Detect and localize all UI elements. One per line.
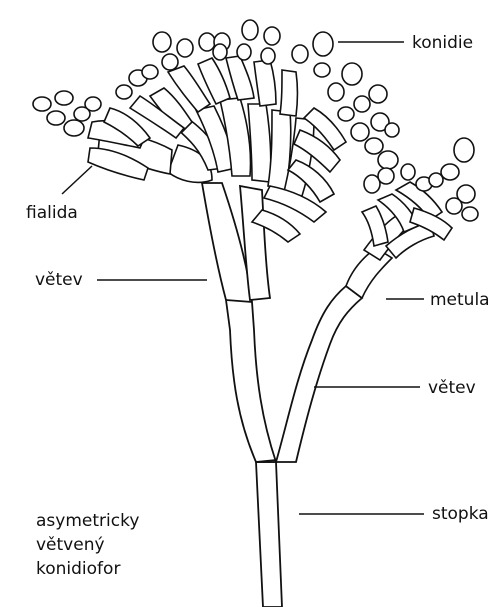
stalk [256, 462, 282, 607]
label-stopka: stopka [432, 504, 489, 524]
phialide-cluster-right [346, 138, 478, 298]
label-fialida: fialida [26, 203, 78, 223]
leader-fialida [62, 166, 92, 194]
caption: asymetricky větvený konidiofor [36, 509, 139, 581]
label-vetev-lower: větev [428, 378, 476, 398]
label-konidie: konidie [412, 33, 473, 53]
caption-line-3: konidiofor [36, 557, 139, 581]
label-vetev-upper: větev [35, 270, 83, 290]
caption-line-2: větvený [36, 533, 139, 557]
branch-right [276, 286, 362, 462]
label-metula: metula [430, 290, 490, 310]
caption-line-1: asymetricky [36, 509, 139, 533]
